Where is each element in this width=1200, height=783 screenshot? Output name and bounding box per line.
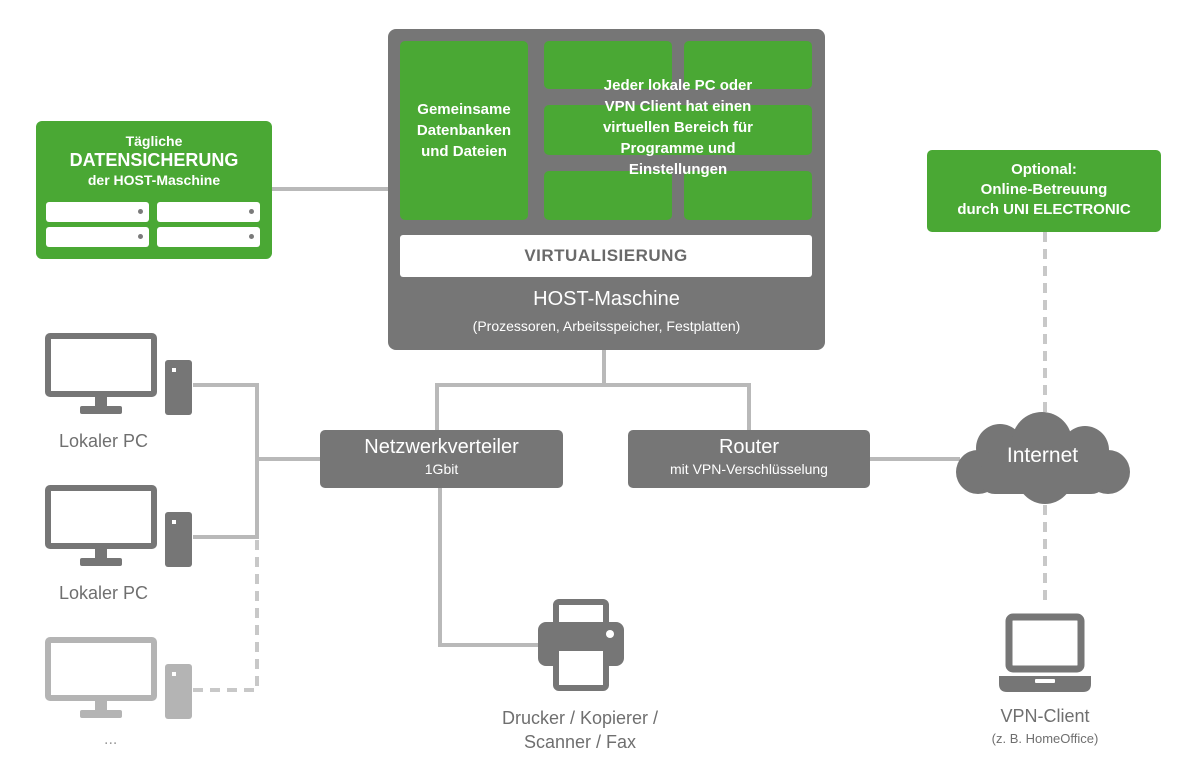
laptop-icon (999, 613, 1091, 692)
optional-line2: Online-Betreuung (980, 181, 1108, 198)
virtualization-label: VIRTUALISIERUNG (524, 246, 688, 265)
virtual-area-cell (684, 41, 812, 89)
virtual-text-line: Einstellungen (628, 161, 728, 178)
printer-label: Drucker / Kopierer / Scanner / Fax (455, 706, 705, 754)
desktop-computer-icon (45, 637, 192, 719)
host-branch-link (435, 383, 751, 430)
printer-label-line: Scanner / Fax (523, 732, 637, 752)
router-box: Router mit VPN-Verschlüsselung (628, 430, 870, 488)
pc2-link (193, 459, 259, 539)
virtual-area-cell (544, 105, 812, 155)
shared-text-line: und Dateien (421, 143, 507, 160)
optional-line1: Optional: (1011, 161, 1077, 178)
virtual-text-line: Programme und (620, 140, 736, 157)
virtual-area-text: Jeder lokale PC oder VPN Client hat eine… (544, 75, 812, 180)
vpn-client-title: VPN-Client (1000, 706, 1090, 726)
backup-line1: Tägliche (125, 133, 183, 149)
host-machine: Gemeinsame Datenbanken und Dateien Jeder… (388, 29, 825, 350)
drive-icon (46, 202, 149, 222)
pc-label: Lokaler PC (59, 583, 149, 603)
switch-title: Netzwerkverteiler (364, 436, 519, 458)
network-switch-box: Netzwerkverteiler 1Gbit (320, 430, 563, 488)
switch-printer-link (438, 488, 540, 647)
shared-data-block (400, 41, 528, 220)
printer-label-line: Drucker / Kopierer / (501, 708, 659, 728)
pc-label: Lokaler PC (59, 431, 149, 451)
local-pc-2: Lokaler PC (42, 482, 202, 603)
backup-line3: der HOST-Maschine (87, 172, 221, 188)
virtual-area-cell (684, 171, 812, 220)
local-pc-3: ... (42, 634, 202, 754)
virtual-text-line: virtuellen Bereich für (602, 119, 754, 136)
host-subtitle: (Prozessoren, Arbeitsspeicher, Festplatt… (472, 318, 741, 334)
backup-box: Tägliche DATENSICHERUNG der HOST-Maschin… (36, 121, 272, 259)
virtualization-bar: VIRTUALISIERUNG (400, 235, 812, 277)
virtual-area-cell (544, 41, 672, 89)
optional-line3: durch UNI ELECTRONIC (957, 201, 1131, 218)
shared-text-line: Gemeinsame (417, 101, 511, 118)
backup-line2: DATENSICHERUNG (69, 150, 239, 170)
router-title: Router (718, 436, 780, 458)
virtual-area-cell (544, 171, 672, 220)
pc3-dashed-link (193, 537, 259, 692)
optional-support-box: Optional: Online-Betreuung durch UNI ELE… (927, 150, 1161, 232)
router-subtitle: mit VPN-Verschlüsselung (670, 461, 828, 477)
virtual-text-line: VPN Client hat einen (604, 98, 752, 115)
pc-label: ... (104, 731, 118, 748)
desktop-computer-icon (45, 485, 192, 567)
drive-icon (46, 227, 149, 247)
desktop-computer-icon (45, 333, 192, 415)
printer-icon (538, 599, 624, 691)
internet-label: Internet (1006, 444, 1079, 467)
virtual-text-line: Jeder lokale PC oder (603, 77, 753, 94)
shared-text-line: Datenbanken (416, 122, 512, 139)
drive-icon (157, 227, 260, 247)
pc1-link (193, 383, 259, 459)
shared-data-text: Gemeinsame Datenbanken und Dateien (400, 99, 528, 162)
drive-icon (157, 202, 260, 222)
switch-subtitle: 1Gbit (424, 461, 459, 477)
vpn-client-subtitle: (z. B. HomeOffice) (991, 731, 1099, 746)
local-pc-1: Lokaler PC (42, 330, 202, 451)
cloud-icon (956, 412, 1130, 504)
host-title: HOST-Maschine (533, 288, 680, 310)
